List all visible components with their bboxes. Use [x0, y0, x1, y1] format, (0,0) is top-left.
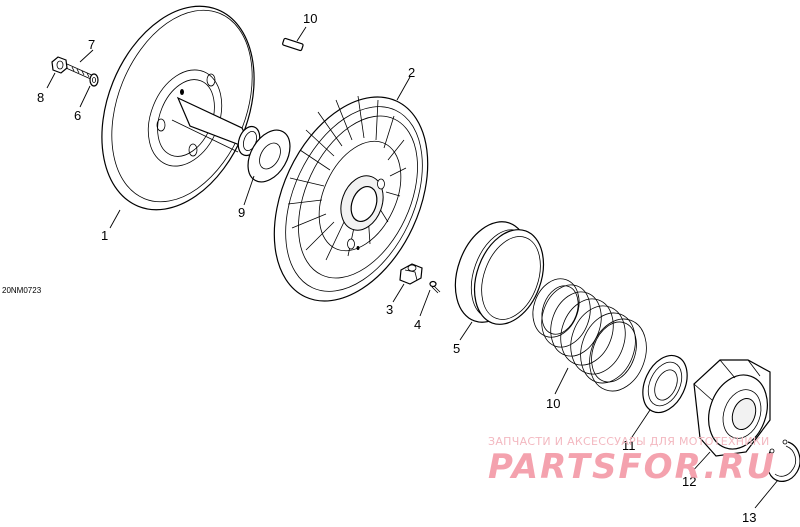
- callout-10-pin: 10: [303, 11, 317, 26]
- part-13-retaining-ring: [766, 439, 800, 482]
- callout-labels: 10 7 8 6 2 9 1 3 4 5 10 11 12 13: [37, 11, 756, 525]
- callout-1: 1: [101, 228, 108, 243]
- callout-10-spring: 10: [546, 396, 560, 411]
- callout-3: 3: [386, 302, 393, 317]
- callout-13: 13: [742, 510, 756, 525]
- part-1-fixed-sheave: [101, 5, 261, 211]
- part-10-pin: [282, 37, 304, 52]
- leader-lines: [46, 26, 779, 509]
- callout-11: 11: [622, 438, 636, 453]
- part-9-shim-washer: [247, 129, 291, 183]
- callout-12: 12: [682, 474, 696, 489]
- callout-7: 7: [88, 37, 95, 52]
- watermark: ЗАПЧАСТИ И АКСЕССУАРЫ ДЛЯ МОТОТЕХНИКИ PA…: [488, 435, 776, 487]
- part-11-washer: [642, 354, 688, 414]
- part-12-cam: [693, 359, 771, 457]
- part-8-nut: [51, 56, 68, 74]
- callout-9: 9: [238, 205, 245, 220]
- callout-6: 6: [74, 108, 81, 123]
- drawing-code: 20NM0723: [2, 286, 42, 295]
- part-2-sliding-sheave: [273, 95, 429, 302]
- part-10-spring: [532, 278, 647, 392]
- part-6-washer: [89, 73, 99, 87]
- watermark-brand: PARTSFOR.RU: [488, 447, 776, 487]
- callout-4: 4: [414, 317, 421, 332]
- part-7-stud: [65, 63, 95, 81]
- callout-5: 5: [453, 341, 460, 356]
- part-4-screw: [429, 280, 441, 294]
- part-3-slider-button: [399, 263, 423, 285]
- callout-2: 2: [408, 65, 415, 80]
- watermark-caption: ЗАПЧАСТИ И АКСЕССУАРЫ ДЛЯ МОТОТЕХНИКИ: [488, 435, 770, 448]
- callout-8: 8: [37, 90, 44, 105]
- part-5-ring: [454, 221, 545, 325]
